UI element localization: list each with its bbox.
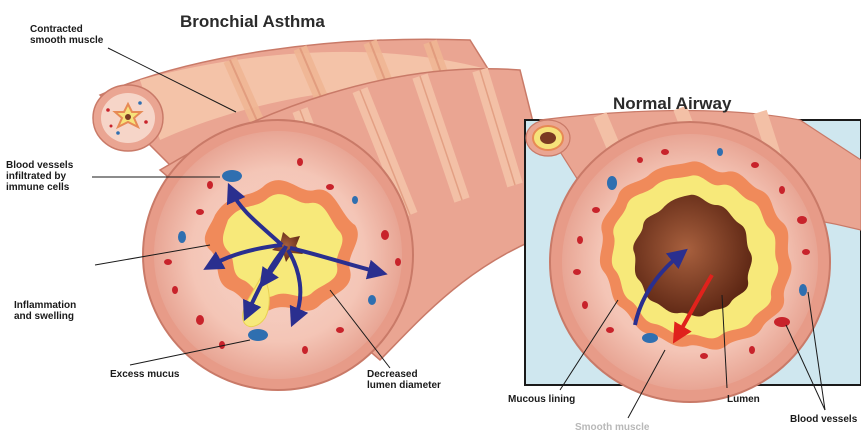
normal-airway-title: Normal Airway <box>613 94 731 114</box>
label-contracted-smooth-muscle: Contracted smooth muscle <box>30 24 103 46</box>
label-decreased-lumen: Decreased lumen diameter <box>367 369 441 391</box>
normal-airway-inset <box>525 108 861 402</box>
asthma-cross-section <box>143 120 413 390</box>
asthma-title: Bronchial Asthma <box>180 12 325 32</box>
label-blood-vessels-infiltrated: Blood vessels infiltrated by immune cell… <box>6 160 73 193</box>
label-blood-vessels: Blood vessels <box>790 414 857 425</box>
label-lumen: Lumen <box>727 394 760 405</box>
label-smooth-muscle: Smooth muscle <box>575 422 649 433</box>
label-inflammation-swelling: Inflammation and swelling <box>14 300 76 322</box>
label-excess-mucus: Excess mucus <box>110 369 180 380</box>
label-mucous-lining: Mucous lining <box>508 394 575 405</box>
